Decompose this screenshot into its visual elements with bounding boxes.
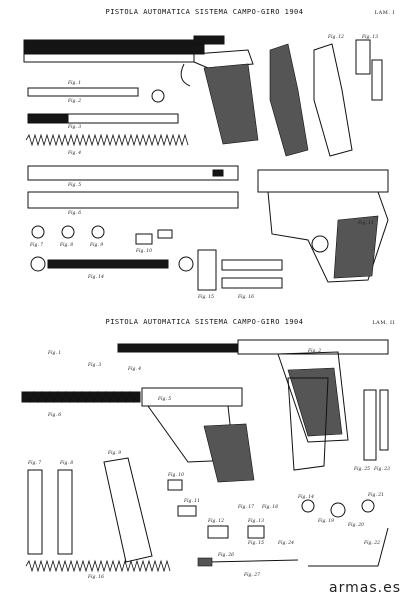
- pistol-rear-views: [269, 39, 383, 157]
- plate-lamina-1: PISTOLA AUTOMATICA SISTEMA CAMPO-GIRO 19…: [8, 8, 401, 300]
- plate-1-title: PISTOLA AUTOMATICA SISTEMA CAMPO-GIRO 19…: [105, 8, 304, 16]
- cleaning-rod: [308, 527, 389, 567]
- p1-label-13: Fig. 13: [361, 34, 378, 40]
- p2-label-23: Fig. 23: [373, 466, 390, 472]
- p2-label-15: Fig. 15: [247, 540, 264, 546]
- barrel-part: [27, 87, 139, 97]
- p2-label-26: Fig. 26: [217, 552, 234, 558]
- p1-label-4: Fig. 4: [67, 150, 81, 156]
- p1-label-3: Fig. 3: [67, 124, 81, 130]
- barrel-breech: [27, 114, 69, 123]
- p2-label-7: Fig. 7: [27, 460, 41, 466]
- p2-label-20: Fig. 20: [347, 522, 364, 528]
- frame-assembly: [257, 169, 389, 283]
- p2-label-11: Fig. 11: [183, 498, 200, 504]
- p2-label-24: Fig. 24: [277, 540, 294, 546]
- grip-panel: [287, 377, 329, 471]
- screwdriver-shaft: [207, 559, 299, 563]
- plate-2-drawing: Fig. 1 Fig. 2 Fig. 3 Fig. 4 Fig. 5 Fig. …: [21, 339, 390, 580]
- slide-side-view: [27, 191, 239, 209]
- p2-label-6: Fig. 6: [47, 412, 61, 418]
- plate-2-title: PISTOLA AUTOMATICA SISTEMA CAMPO-GIRO 19…: [105, 318, 304, 326]
- recoil-spring-bottom: [25, 559, 171, 573]
- watermark-logo: armas.es: [329, 580, 401, 596]
- plate-1-lamina: LAM. I: [374, 10, 395, 16]
- slide-marking: [212, 169, 224, 177]
- p1-label-2: Fig. 2: [67, 98, 81, 104]
- p1-label-15: Fig. 15: [197, 294, 214, 300]
- small-disc-part: [151, 89, 165, 103]
- p1-label-12: Fig. 12: [327, 34, 344, 40]
- magazine: [27, 457, 153, 563]
- p2-label-25: Fig. 25: [353, 466, 370, 472]
- p2-label-2: Fig. 2: [307, 348, 321, 354]
- slide-top-view: [27, 165, 239, 181]
- p1-label-1: Fig. 1: [67, 80, 81, 86]
- p2-label-17: Fig. 17: [237, 504, 254, 510]
- p1-label-11: Fig. 11: [357, 220, 374, 226]
- p2-label-5: Fig. 5: [157, 396, 171, 402]
- p1-label-16: Fig. 16: [237, 294, 254, 300]
- recoil-spring-top: [25, 133, 189, 147]
- pistol-side-view-2: [117, 339, 389, 443]
- p1-label-10: Fig. 10: [135, 248, 152, 254]
- pistol-side-view: [23, 35, 259, 145]
- p1-label-9: Fig. 9: [89, 242, 103, 248]
- p1-label-7: Fig. 7: [29, 242, 43, 248]
- p2-label-9: Fig. 9: [107, 450, 121, 456]
- plate-1-drawing: Fig. 1 Fig. 2 Fig. 3 Fig. 4 Fig. 5 Fig. …: [23, 34, 389, 300]
- p2-label-22: Fig. 22: [363, 540, 380, 546]
- p2-label-27: Fig. 27: [243, 572, 260, 578]
- p2-label-12: Fig. 12: [207, 518, 224, 524]
- p2-label-18: Fig. 18: [261, 504, 278, 510]
- p2-label-14: Fig. 14: [297, 494, 314, 500]
- p2-label-4: Fig. 4: [127, 366, 141, 372]
- p2-label-13: Fig. 13: [247, 518, 264, 524]
- p2-label-8: Fig. 8: [59, 460, 73, 466]
- p2-label-1: Fig. 1: [47, 350, 61, 356]
- plate-2-lamina: LAM. II: [372, 320, 395, 326]
- plate-lamina-2: PISTOLA AUTOMATICA SISTEMA CAMPO-GIRO 19…: [8, 318, 401, 580]
- small-parts-2: [167, 389, 389, 539]
- p2-label-19: Fig. 19: [317, 518, 334, 524]
- p2-label-10: Fig. 10: [167, 472, 184, 478]
- p1-label-8: Fig. 8: [59, 242, 73, 248]
- screwdriver-handle: [197, 557, 213, 567]
- p2-label-21: Fig. 21: [367, 492, 384, 498]
- small-components: [30, 225, 283, 291]
- p1-label-6: Fig. 6: [67, 210, 81, 216]
- p2-label-3: Fig. 3: [87, 362, 101, 368]
- p1-label-5: Fig. 5: [67, 182, 81, 188]
- p1-label-14: Fig. 14: [87, 274, 104, 280]
- spring-barrel-assembly: [21, 387, 255, 483]
- p2-label-16: Fig. 16: [87, 574, 104, 580]
